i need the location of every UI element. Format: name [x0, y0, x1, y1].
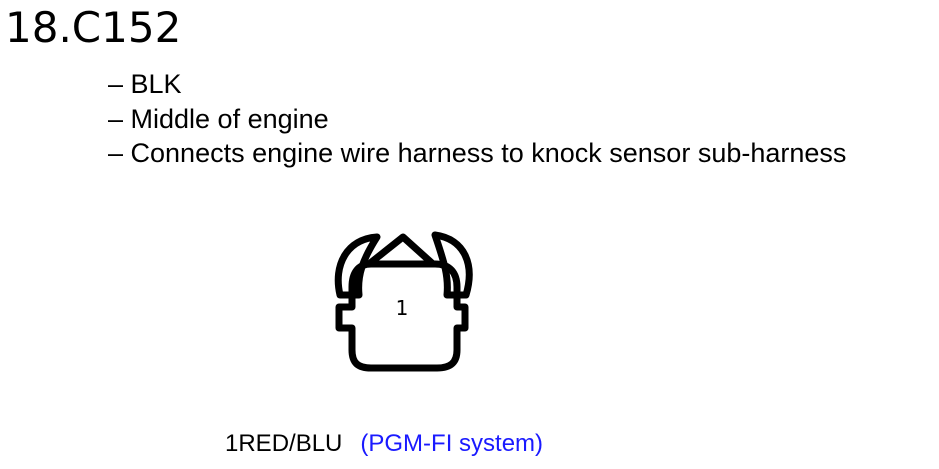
connector-location: – Middle of engine	[108, 103, 329, 134]
pin-label: 1	[396, 296, 409, 320]
connector-description: – Connects engine wire harness to knock …	[108, 138, 847, 168]
key-tab	[365, 233, 437, 268]
wire-color-label: 1RED/BLU	[225, 430, 343, 457]
right-latch	[431, 231, 473, 299]
connector-color: – BLK	[108, 69, 182, 99]
left-latch	[334, 233, 381, 299]
connector-details: – BLK – Middle of engine – Connects engi…	[108, 67, 846, 171]
connector-title: 18.C152	[5, 3, 182, 52]
wire-legend: 1RED/BLU (PGM-FI system)	[225, 428, 543, 460]
connector-body	[335, 260, 469, 372]
system-label: (PGM-FI system)	[360, 430, 544, 457]
connector-face-diagram: 1	[334, 231, 473, 372]
